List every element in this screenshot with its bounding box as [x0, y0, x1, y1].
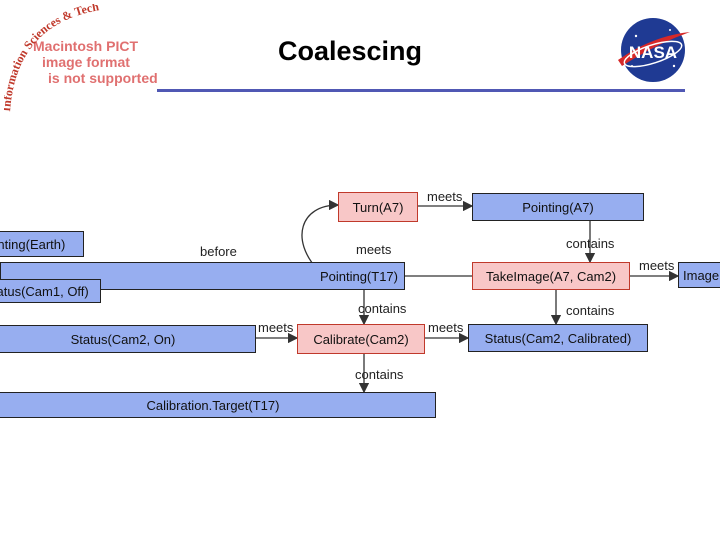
- node-pointing-a7: Pointing(A7): [472, 193, 644, 221]
- node-calibration-target-label: Calibration.Target(T17): [146, 397, 280, 413]
- arc-logo-text: Information Sciences & Technology: [4, 4, 100, 112]
- node-pointing-earth: Pointing(Earth): [0, 231, 84, 257]
- node-status-cam2-calibrated-label: Status(Cam2, Calibrated): [484, 330, 632, 346]
- node-image-label: Image: [683, 267, 720, 283]
- node-takeimage: TakeImage(A7, Cam2): [472, 262, 630, 290]
- label-before: before: [200, 244, 237, 259]
- node-pointing-a7-label: Pointing(A7): [522, 199, 594, 215]
- node-status-cam1-off-label: Status(Cam1, Off): [0, 283, 89, 299]
- page-title: Coalescing: [277, 36, 423, 66]
- placeholder-line-3: is not supported: [48, 70, 158, 86]
- label-contains-pointing-t17: contains: [358, 301, 407, 316]
- node-calibrate-cam2: Calibrate(Cam2): [297, 324, 425, 354]
- node-pointing-earth-label: Pointing(Earth): [0, 236, 66, 252]
- label-meets-calibrate-status: meets: [428, 320, 464, 335]
- node-status-cam1-off: Status(Cam1, Off): [0, 279, 101, 303]
- node-image: Image: [678, 262, 720, 288]
- label-contains-pointing-a7: contains: [566, 236, 615, 251]
- node-takeimage-label: TakeImage(A7, Cam2): [485, 268, 617, 284]
- node-status-cam2-on: Status(Cam2, On): [0, 325, 256, 353]
- label-contains-calibrate: contains: [355, 367, 404, 382]
- label-meets-takeimage-image: meets: [639, 258, 675, 273]
- node-turn-a7: Turn(A7): [338, 192, 418, 222]
- label-meets-turn-pointing: meets: [427, 189, 463, 204]
- node-status-cam2-on-label: Status(Cam2, On): [70, 331, 176, 347]
- edge-curve-to-turn: [301, 199, 340, 271]
- node-pointing-t17-label: Pointing(T17): [319, 268, 398, 284]
- node-turn-a7-label: Turn(A7): [352, 199, 404, 215]
- label-meets-status-calibrate: meets: [258, 320, 294, 335]
- node-status-cam2-calibrated: Status(Cam2, Calibrated): [468, 324, 648, 352]
- image-placeholder: Macintosh PICT image format is not suppo…: [30, 38, 160, 86]
- label-contains-takeimage: contains: [566, 303, 615, 318]
- title-rule: [157, 89, 685, 92]
- placeholder-line-2: image format: [42, 54, 130, 70]
- node-calibrate-cam2-label: Calibrate(Cam2): [313, 331, 409, 347]
- placeholder-line-1: Macintosh PICT: [33, 38, 139, 54]
- label-meets-mid: meets: [356, 242, 392, 257]
- nasa-logo-text: NASA: [629, 43, 677, 62]
- node-calibration-target: Calibration.Target(T17): [0, 392, 436, 418]
- nasa-logo: NASA: [618, 18, 690, 82]
